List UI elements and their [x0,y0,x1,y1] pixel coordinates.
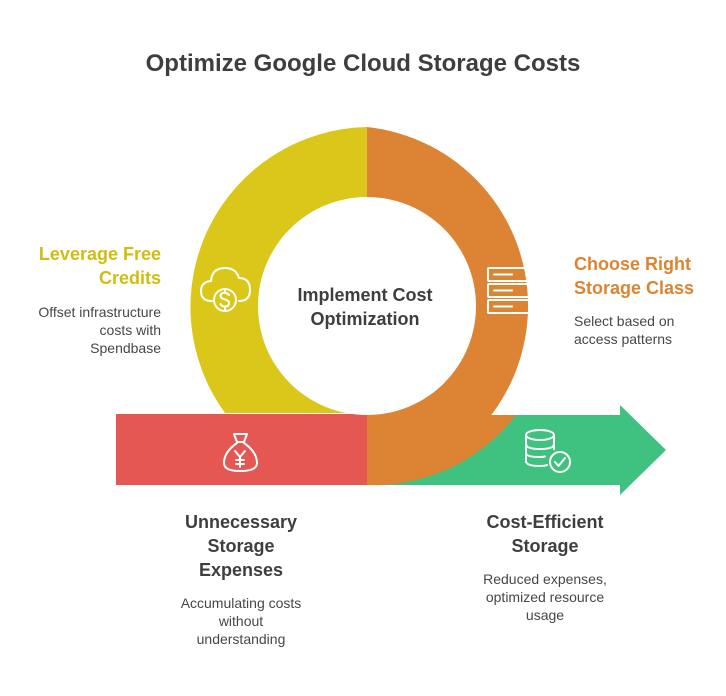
unnecessary-desc-line-2: without [218,613,263,629]
free-credits-desc-line-2: costs with [100,322,161,338]
money-bag-icon [223,433,258,472]
unnecessary-title-line-1: Unnecessary [185,512,297,532]
storage-class-desc-line-1: Select based on [574,313,674,329]
storage-class-desc-line-2: access patterns [574,331,672,347]
center-label-line-1: Implement Cost [297,285,432,305]
unnecessary-desc-line-1: Accumulating costs [181,595,302,611]
storage-class-title-line-1: Choose Right [574,254,691,274]
diagram-title: Optimize Google Cloud Storage Costs [146,50,581,77]
storage-class-ring-overlap [367,415,516,486]
cloud-dollar-icon [200,267,251,312]
efficient-desc-line-3: usage [526,607,564,623]
storage-class-title-line-2: Storage Class [574,278,694,298]
database-check-icon [525,429,571,473]
unnecessary-title-line-3: Expenses [199,560,283,580]
efficient-desc-line-2: optimized resource [486,589,604,605]
unnecessary-title-line-2: Storage [207,536,274,556]
efficient-title-line-1: Cost-Efficient [487,512,604,532]
free-credits-desc-line-3: Spendbase [90,340,161,356]
server-stack-icon [487,267,537,314]
unnecessary-desc-line-3: understanding [197,631,286,647]
center-label-line-2: Optimization [311,309,420,329]
efficient-title-line-2: Storage [511,536,578,556]
free-credits-title-line-2: Credits [99,268,161,288]
efficient-desc-line-1: Reduced expenses, [483,571,607,587]
unnecessary-expenses-bar [116,414,367,485]
free-credits-title-line-1: Leverage Free [39,244,161,264]
center-circle [258,197,476,415]
free-credits-desc-line-1: Offset infrastructure [38,304,161,320]
